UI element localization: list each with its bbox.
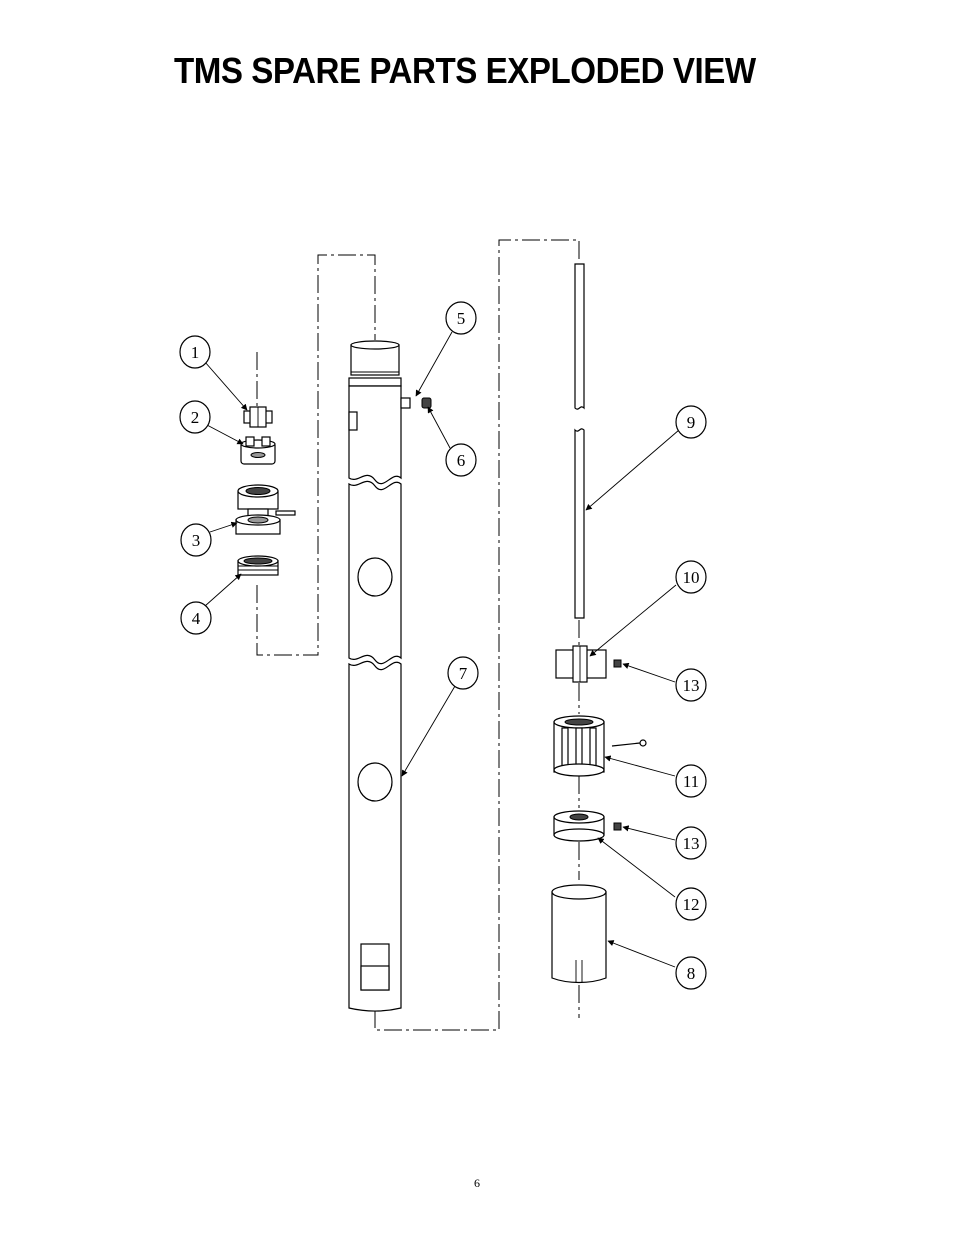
part-2-coupling-half bbox=[240, 436, 276, 465]
leader-lines bbox=[204, 331, 680, 968]
page-title: TMS SPARE PARTS EXPLODED VIEW bbox=[174, 50, 756, 91]
part-8-sleeve bbox=[551, 884, 607, 984]
assembly-centerlines bbox=[256, 239, 580, 1031]
callout-13-upper: 13 bbox=[675, 668, 707, 702]
callout-13-lower: 13 bbox=[675, 826, 707, 860]
callout-4: 4 bbox=[180, 601, 212, 635]
part-1-spider bbox=[243, 406, 273, 428]
part-13-set-screw-lower bbox=[613, 822, 622, 831]
callout-11-label: 11 bbox=[683, 772, 699, 791]
callout-8: 8 bbox=[675, 956, 707, 990]
callout-5-label: 5 bbox=[457, 309, 466, 328]
callout-2-label: 2 bbox=[191, 408, 200, 427]
part-11-cage bbox=[553, 715, 647, 777]
callout-9-label: 9 bbox=[687, 413, 696, 432]
part-9-shaft bbox=[574, 263, 585, 619]
callout-1-label: 1 bbox=[191, 343, 200, 362]
callout-11: 11 bbox=[675, 764, 707, 798]
part-7-main-tube bbox=[348, 340, 411, 1012]
callout-10-label: 10 bbox=[683, 568, 700, 587]
callout-7-label: 7 bbox=[459, 664, 468, 683]
callout-9: 9 bbox=[675, 405, 707, 439]
part-3-bearing-assembly bbox=[235, 484, 296, 535]
callout-6: 6 bbox=[445, 443, 477, 477]
callout-6-label: 6 bbox=[457, 451, 466, 470]
callout-4-label: 4 bbox=[192, 609, 201, 628]
callout-1: 1 bbox=[179, 335, 211, 369]
part-4-seal bbox=[237, 555, 279, 576]
part-12-disk bbox=[553, 810, 605, 842]
callout-13-lower-label: 13 bbox=[683, 834, 700, 853]
callout-2: 2 bbox=[179, 400, 211, 434]
page-number: 6 bbox=[474, 1176, 480, 1190]
callout-13-upper-label: 13 bbox=[683, 676, 700, 695]
callout-7: 7 bbox=[447, 656, 479, 690]
callout-3: 3 bbox=[180, 523, 212, 557]
callout-12: 12 bbox=[675, 887, 707, 921]
part-6-set-screw bbox=[421, 397, 432, 409]
callout-5: 5 bbox=[445, 301, 477, 335]
callout-12-label: 12 bbox=[683, 895, 700, 914]
part-13-set-screw-upper bbox=[613, 659, 622, 668]
callout-3-label: 3 bbox=[192, 531, 201, 550]
callout-8-label: 8 bbox=[687, 964, 696, 983]
callout-10: 10 bbox=[675, 560, 707, 594]
part-10-impeller-hub bbox=[555, 645, 607, 683]
